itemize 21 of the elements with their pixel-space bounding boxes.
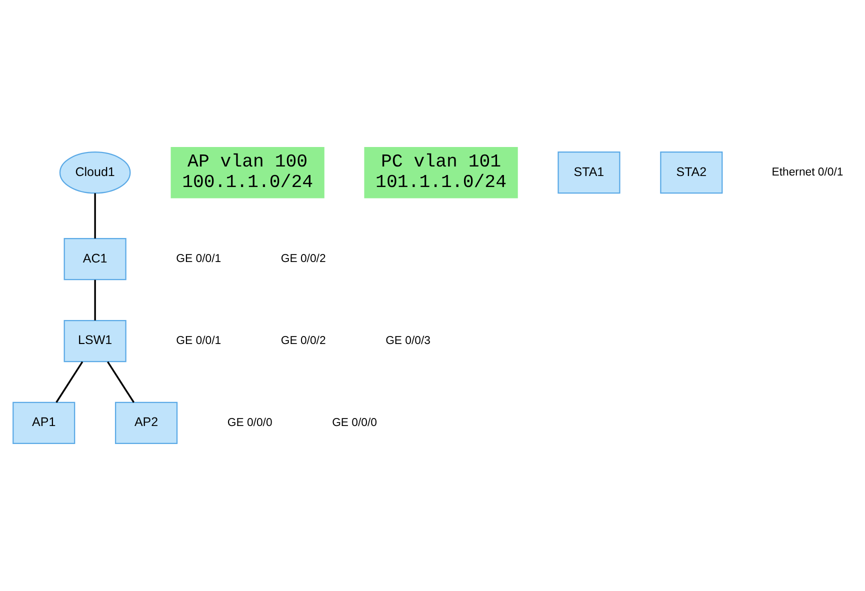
label: GE 0/0/1 [176,252,222,265]
node-box: AP1 [12,402,76,444]
connector [56,361,84,403]
node-box: AP vlan 100 100.1.1.0/24 [170,146,324,198]
label: GE 0/0/1 [176,334,222,347]
node-box: LSW1 [64,320,126,362]
node-box: PC vlan 101 101.1.1.0/24 [364,146,518,198]
label: GE 0/0/0 [332,416,377,429]
label: GE 0/0/2 [280,252,326,265]
connector [94,193,96,239]
label: Ethernet 0/0/1 [772,166,844,178]
node-box: STA1 [558,152,620,194]
label: GE 0/0/3 [386,334,430,347]
node-ellipse: Cloud1 [59,152,131,194]
label: GE 0/0/0 [227,416,272,429]
node-box: AP2 [114,402,178,444]
connector [107,361,134,403]
connector [94,280,96,320]
label: GE 0/0/2 [280,334,326,347]
node-box: STA2 [660,152,723,194]
node-box: AC1 [64,238,126,280]
